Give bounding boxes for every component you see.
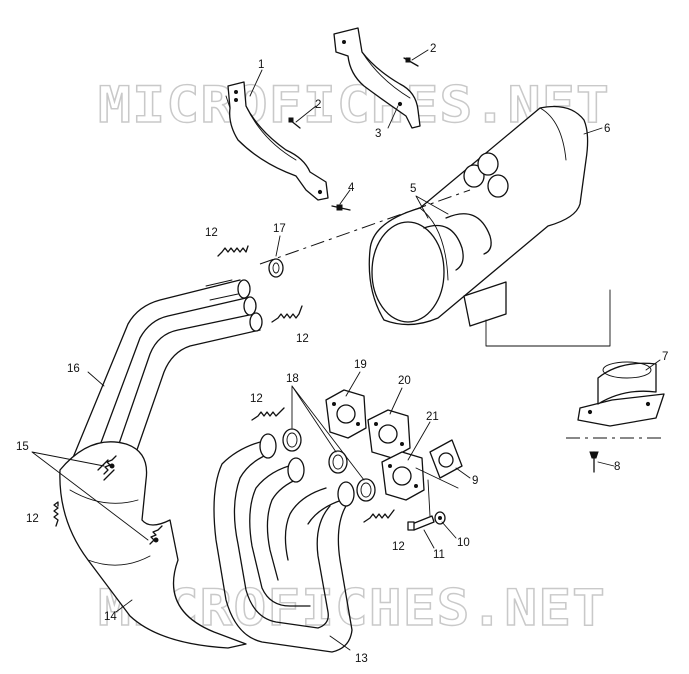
gasket [429, 439, 463, 479]
leader-lines [31, 49, 661, 651]
spring-12-d [363, 509, 395, 523]
expansion-chamber [59, 441, 247, 649]
manifold-21 [381, 451, 425, 501]
callout-12-a: 12 [205, 227, 218, 239]
callout-2-upper: 2 [430, 43, 436, 55]
callout-13: 13 [355, 653, 368, 665]
manifold-19 [325, 389, 367, 439]
bolt-8 [589, 451, 599, 473]
callout-7: 7 [662, 351, 668, 363]
isolator-grommet [577, 361, 665, 427]
callout-12-e: 12 [26, 513, 39, 525]
exhaust-pipe-upper [71, 279, 263, 471]
callout-18: 18 [286, 373, 299, 385]
head-pipes [213, 433, 355, 653]
callouts: 1 2 2 3 4 5 6 7 8 9 10 11 12 12 12 12 12… [16, 43, 668, 665]
callout-8: 8 [614, 461, 620, 473]
manifold-20 [367, 409, 411, 459]
callout-19: 19 [354, 359, 367, 371]
clamp-17 [268, 258, 284, 278]
callout-3: 3 [375, 128, 381, 140]
rivet-2-lower [288, 117, 301, 129]
hanger-bracket-right [333, 27, 421, 129]
spring-12-a [217, 245, 249, 257]
bolt-11 [407, 515, 435, 531]
callout-15: 15 [16, 441, 29, 453]
spring-12-e [53, 501, 59, 527]
callout-12-b: 12 [296, 333, 309, 345]
callout-12-c: 12 [250, 393, 263, 405]
callout-12-d: 12 [392, 541, 405, 553]
callout-16: 16 [67, 363, 80, 375]
muffler [368, 105, 611, 347]
alignment-lines [259, 189, 664, 517]
callout-17: 17 [273, 223, 286, 235]
callout-11: 11 [433, 549, 445, 561]
callout-21: 21 [426, 411, 439, 423]
spring-12-b [271, 305, 303, 323]
washer-10 [434, 511, 446, 525]
callout-1: 1 [258, 59, 264, 71]
callout-2-lower: 2 [315, 99, 321, 111]
callout-9: 9 [472, 475, 478, 487]
rivet-2-upper [403, 57, 419, 67]
callout-6: 6 [604, 123, 610, 135]
callout-20: 20 [398, 375, 411, 387]
nut-4 [331, 204, 351, 211]
spring-15 [103, 455, 163, 545]
callout-5: 5 [410, 183, 416, 195]
callout-10: 10 [457, 537, 470, 549]
hanger-bracket-left [225, 81, 329, 201]
callout-14: 14 [104, 611, 117, 623]
seal-rings [282, 428, 376, 502]
spring-12-c [251, 407, 285, 421]
callout-4: 4 [348, 182, 355, 194]
